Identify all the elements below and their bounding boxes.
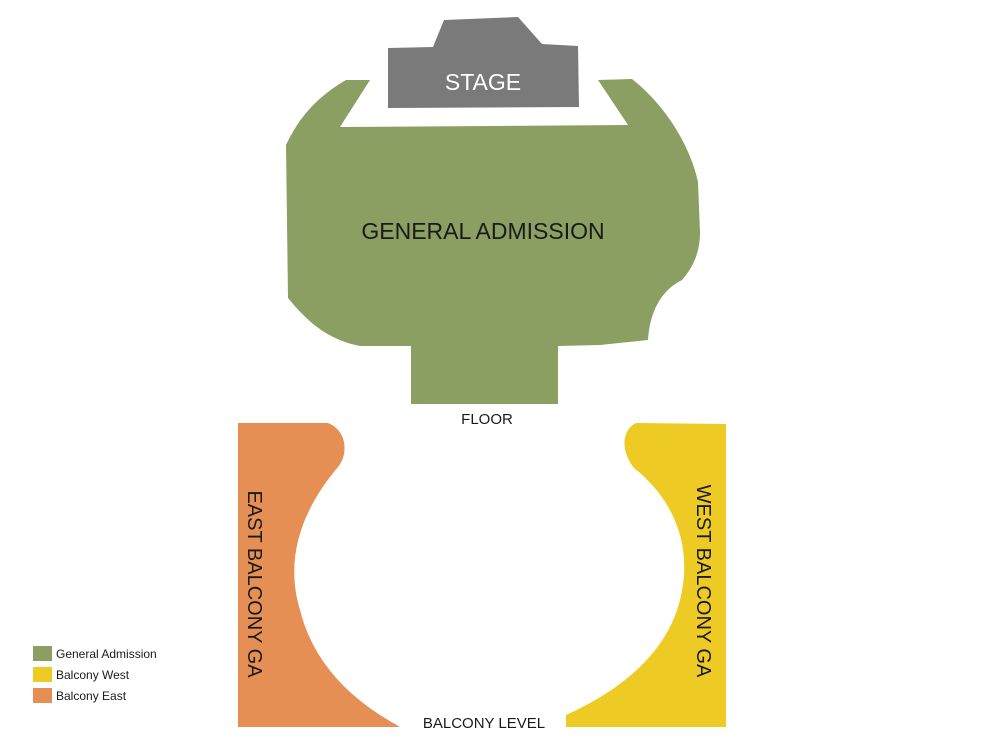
general-admission-label: GENERAL ADMISSION xyxy=(361,218,604,244)
west-balcony-shape[interactable] xyxy=(566,423,726,727)
legend-item-balcony-west: Balcony West xyxy=(33,664,157,685)
legend-label-balcony-east: Balcony East xyxy=(56,688,127,703)
stage-shape[interactable] xyxy=(388,17,579,108)
legend-swatch-general-admission xyxy=(33,646,52,661)
legend-item-general-admission: General Admission xyxy=(33,643,157,664)
legend: General Admission Balcony West Balcony E… xyxy=(33,643,157,706)
legend-swatch-balcony-west xyxy=(33,667,52,682)
general-admission-shape[interactable] xyxy=(286,79,700,404)
west-balcony-section[interactable]: WEST BALCONY GA xyxy=(566,423,726,727)
east-balcony-label: EAST BALCONY GA xyxy=(243,490,265,678)
legend-label-balcony-west: Balcony West xyxy=(56,667,130,682)
stage-section[interactable]: STAGE xyxy=(388,17,579,108)
floor-level-label: FLOOR xyxy=(461,411,513,428)
legend-swatch-balcony-east xyxy=(33,688,52,703)
east-balcony-shape[interactable] xyxy=(238,423,400,727)
east-balcony-section[interactable]: EAST BALCONY GA xyxy=(238,423,400,727)
general-admission-section[interactable]: GENERAL ADMISSION xyxy=(286,79,700,404)
legend-label-general-admission: General Admission xyxy=(56,646,157,661)
stage-label: STAGE xyxy=(445,69,521,95)
legend-item-balcony-east: Balcony East xyxy=(33,685,157,706)
west-balcony-label: WEST BALCONY GA xyxy=(692,485,714,678)
balcony-level-label: BALCONY LEVEL xyxy=(423,715,545,732)
